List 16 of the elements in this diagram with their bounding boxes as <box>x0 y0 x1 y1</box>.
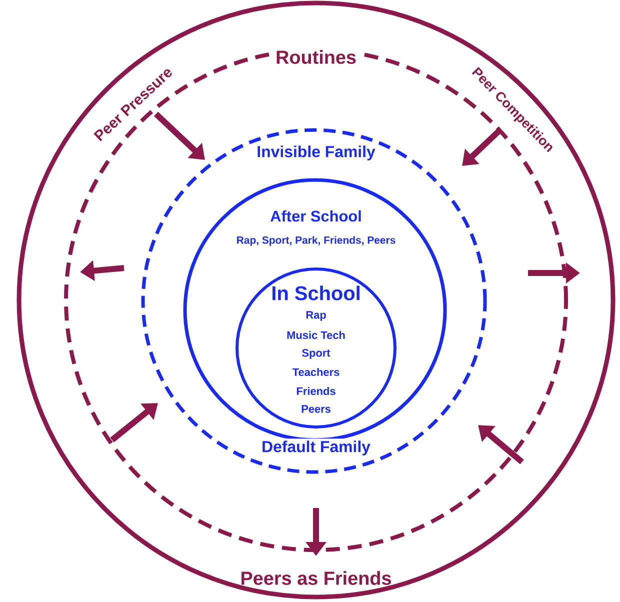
ring-label: Music Tech <box>287 330 345 340</box>
ring-label: In School <box>272 286 360 300</box>
ring-label: Default Family <box>260 438 372 458</box>
ring-label: Rap, Sport, Park, Friends, Peers <box>237 236 396 246</box>
ring-label: Peers <box>302 405 330 413</box>
ring <box>141 128 487 474</box>
ring-label: Invisible Family <box>258 146 376 160</box>
ring-label: Routines <box>274 48 358 66</box>
ring-label: Peers as Friends <box>242 571 391 585</box>
ring-label: Teachers <box>292 368 340 376</box>
ring-label: Friends <box>296 386 336 396</box>
ring-label: Rap <box>306 311 326 321</box>
ring <box>236 268 396 428</box>
ring-label: Sport <box>302 349 330 359</box>
ring-label: After School <box>270 210 361 222</box>
ring <box>16 0 616 600</box>
